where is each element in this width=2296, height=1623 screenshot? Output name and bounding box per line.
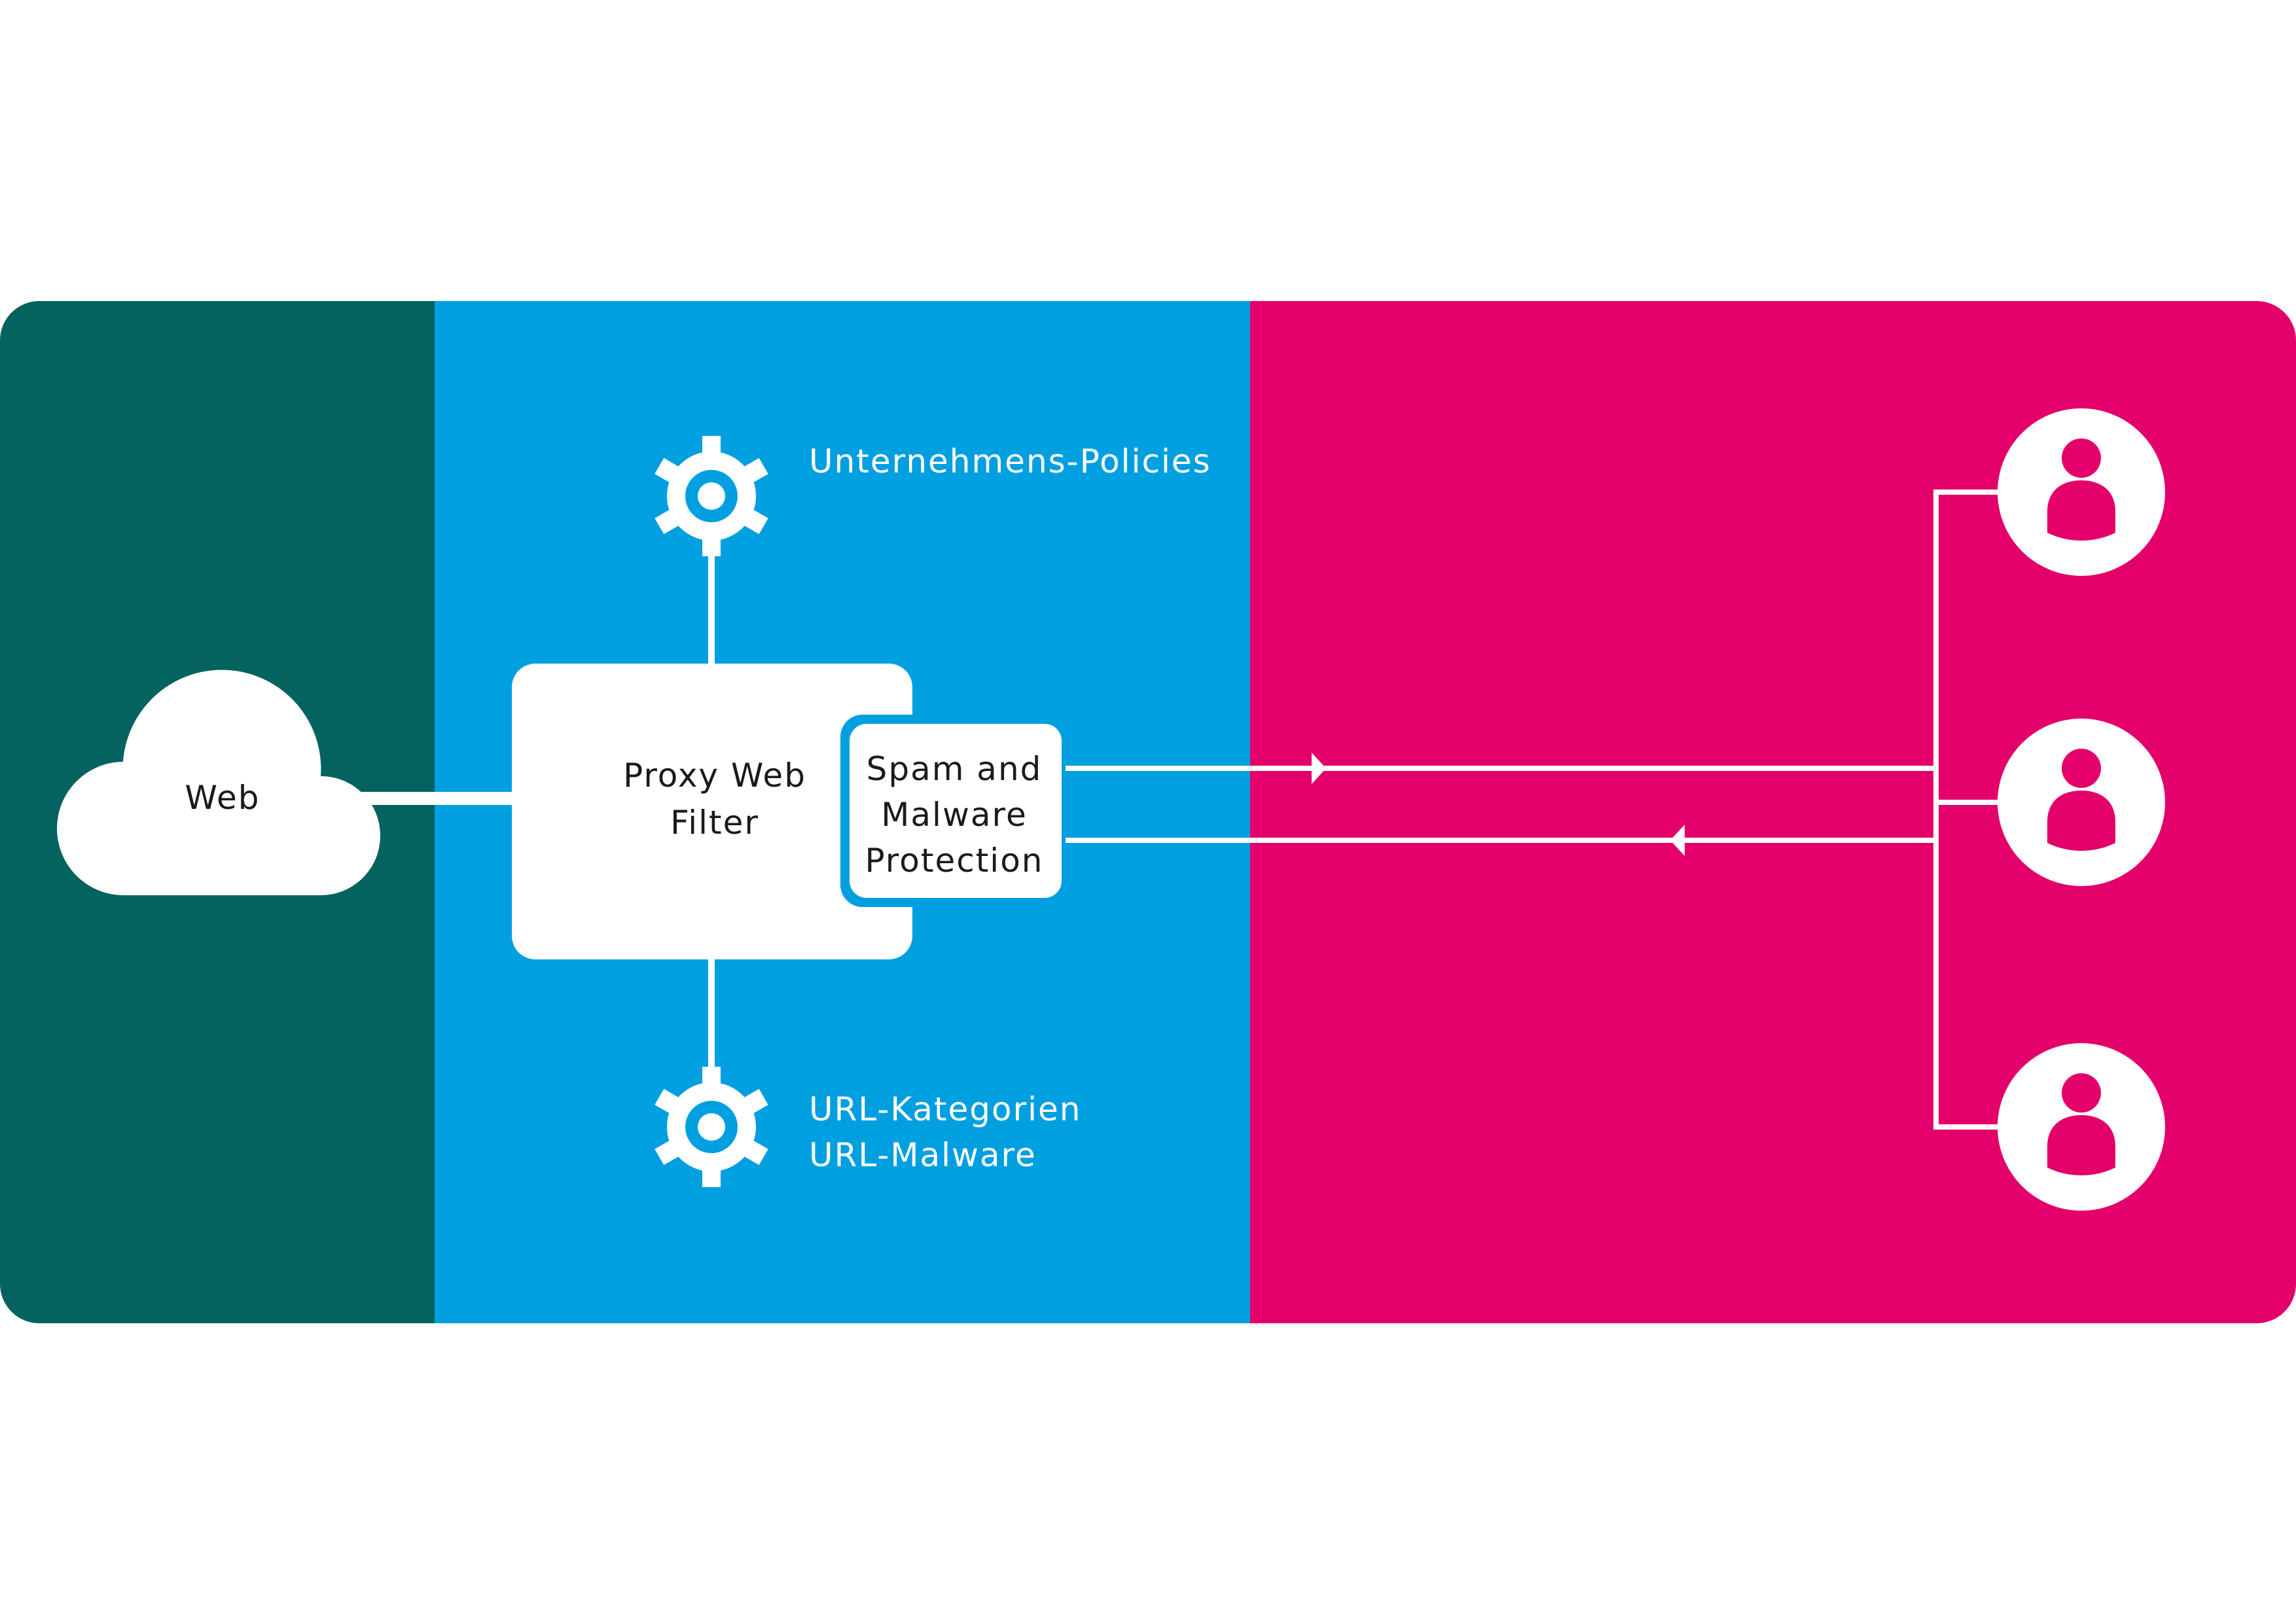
user-1 (1998, 408, 2165, 576)
url-label-line-2: URL-Malware (809, 1136, 1037, 1174)
spam-label-line-3: Protection (865, 842, 1044, 880)
gear-icon (655, 436, 768, 556)
cloud-icon (57, 669, 380, 896)
proxy-web-filter-node: Proxy Web Filter (512, 664, 912, 959)
request-arrowhead (1670, 825, 1685, 856)
user-icon (2047, 749, 2115, 851)
web-label: Web (185, 779, 260, 817)
spam-malware-protection-node: Spam and Malware Protection (840, 715, 1066, 907)
user-2 (1998, 719, 2165, 886)
proxy-label-line-1: Proxy Web (623, 757, 806, 794)
connectors (360, 490, 2001, 1130)
proxy-label-line-2: Filter (670, 804, 759, 842)
gear-icon (655, 1067, 768, 1187)
user-3 (1998, 1043, 2165, 1211)
policies-node: Unternehmens-Policies (655, 436, 1211, 556)
spam-box (850, 724, 1062, 898)
url-label-line-1: URL-Kategorien (809, 1090, 1082, 1128)
user-icon (2047, 438, 2115, 541)
response-arrowhead (1312, 753, 1326, 784)
web-cloud: Web (57, 669, 380, 896)
proxy-box (512, 664, 912, 959)
policies-label: Unternehmens-Policies (809, 442, 1211, 480)
user-icon (2047, 1073, 2115, 1175)
spam-label-line-2: Malware (881, 796, 1027, 834)
spam-label-line-1: Spam and (867, 750, 1043, 788)
url-node: URL-Kategorien URL-Malware (655, 1067, 1081, 1187)
